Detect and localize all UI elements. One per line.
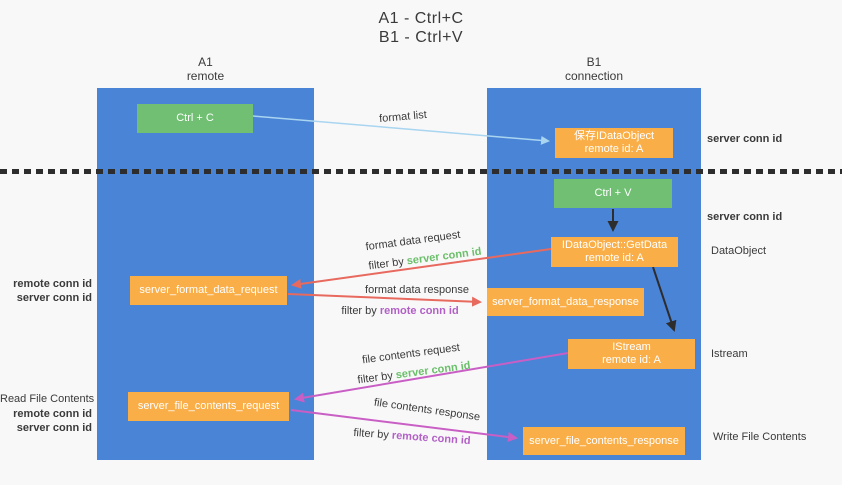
node-save-idataobject-title: 保存IDataObject — [573, 130, 655, 142]
annotation-remote-conn-id-file: remote conn id — [13, 408, 92, 420]
title-line-1: A1 - Ctrl+C — [378, 10, 464, 27]
node-server-file-contents-request: server_file_contents_request — [128, 392, 289, 421]
node-getdata-subtitle: remote id: A — [585, 252, 644, 264]
edge-label-format-list: format list — [378, 108, 428, 126]
node-idataobject-getdata: IDataObject::GetData remote id: A — [551, 237, 678, 267]
edge-label-filter-remote-conn-id-file: filter by remote conn id — [353, 427, 471, 447]
annotation-server-conn-id-top: server conn id — [707, 133, 783, 145]
annotation-server-conn-id-format: server conn id — [16, 292, 92, 304]
dotted-separator-line — [0, 169, 842, 174]
diagram-title: A1 - Ctrl+C B1 - Ctrl+V — [0, 9, 842, 47]
server-conn-id-text: server conn id — [395, 359, 472, 382]
node-istream: IStream remote id: A — [568, 339, 695, 369]
edge-label-format-data-response: format data response — [365, 284, 469, 296]
edge-label-file-contents-response: file contents response — [373, 396, 481, 424]
node-save-idataobject: 保存IDataObject remote id: A — [555, 128, 673, 158]
node-server-format-data-request: server_format_data_request — [130, 276, 287, 305]
annotation-remote-conn-id-format: remote conn id — [13, 278, 92, 290]
edge-label-filter-remote-conn-id-format: filter by remote conn id — [341, 305, 458, 317]
annotation-server-conn-id-middle: server conn id — [707, 211, 783, 223]
node-getdata-title: IDataObject::GetData — [561, 239, 668, 251]
lane-header-b1: B1 connection — [487, 55, 701, 83]
filter-by-text: filter by — [356, 369, 394, 387]
annotation-read-file-contents: Read File Contents — [0, 393, 95, 405]
remote-conn-id-text: remote conn id — [391, 429, 471, 448]
filter-by-text: filter by — [353, 426, 390, 442]
node-ctrl-v: Ctrl + V — [554, 179, 672, 208]
filter-by-text: filter by — [341, 305, 377, 317]
annotation-istream: Istream — [711, 348, 748, 360]
annotation-dataobject: DataObject — [711, 245, 767, 257]
node-save-idataobject-subtitle: remote id: A — [584, 143, 644, 155]
annotation-server-conn-id-file: server conn id — [16, 422, 92, 434]
title-line-2: B1 - Ctrl+V — [378, 29, 464, 46]
lane-b1-subtitle: connection — [564, 69, 624, 83]
lane-a1-subtitle: remote — [186, 69, 225, 83]
lane-b1-name: B1 — [586, 55, 602, 69]
lane-header-a1: A1 remote — [97, 55, 314, 83]
node-ctrl-c: Ctrl + C — [137, 104, 253, 133]
node-server-file-contents-response: server_file_contents_response — [523, 427, 685, 455]
server-conn-id-text: server conn id — [406, 245, 483, 268]
remote-conn-id-text: remote conn id — [379, 305, 459, 317]
node-server-format-data-response: server_format_data_response — [487, 288, 644, 316]
node-istream-title: IStream — [612, 341, 651, 353]
lane-a1-name: A1 — [198, 55, 213, 69]
node-istream-subtitle: remote id: A — [602, 354, 661, 366]
annotation-write-file-contents: Write File Contents — [713, 431, 807, 443]
filter-by-text: filter by — [367, 255, 405, 273]
